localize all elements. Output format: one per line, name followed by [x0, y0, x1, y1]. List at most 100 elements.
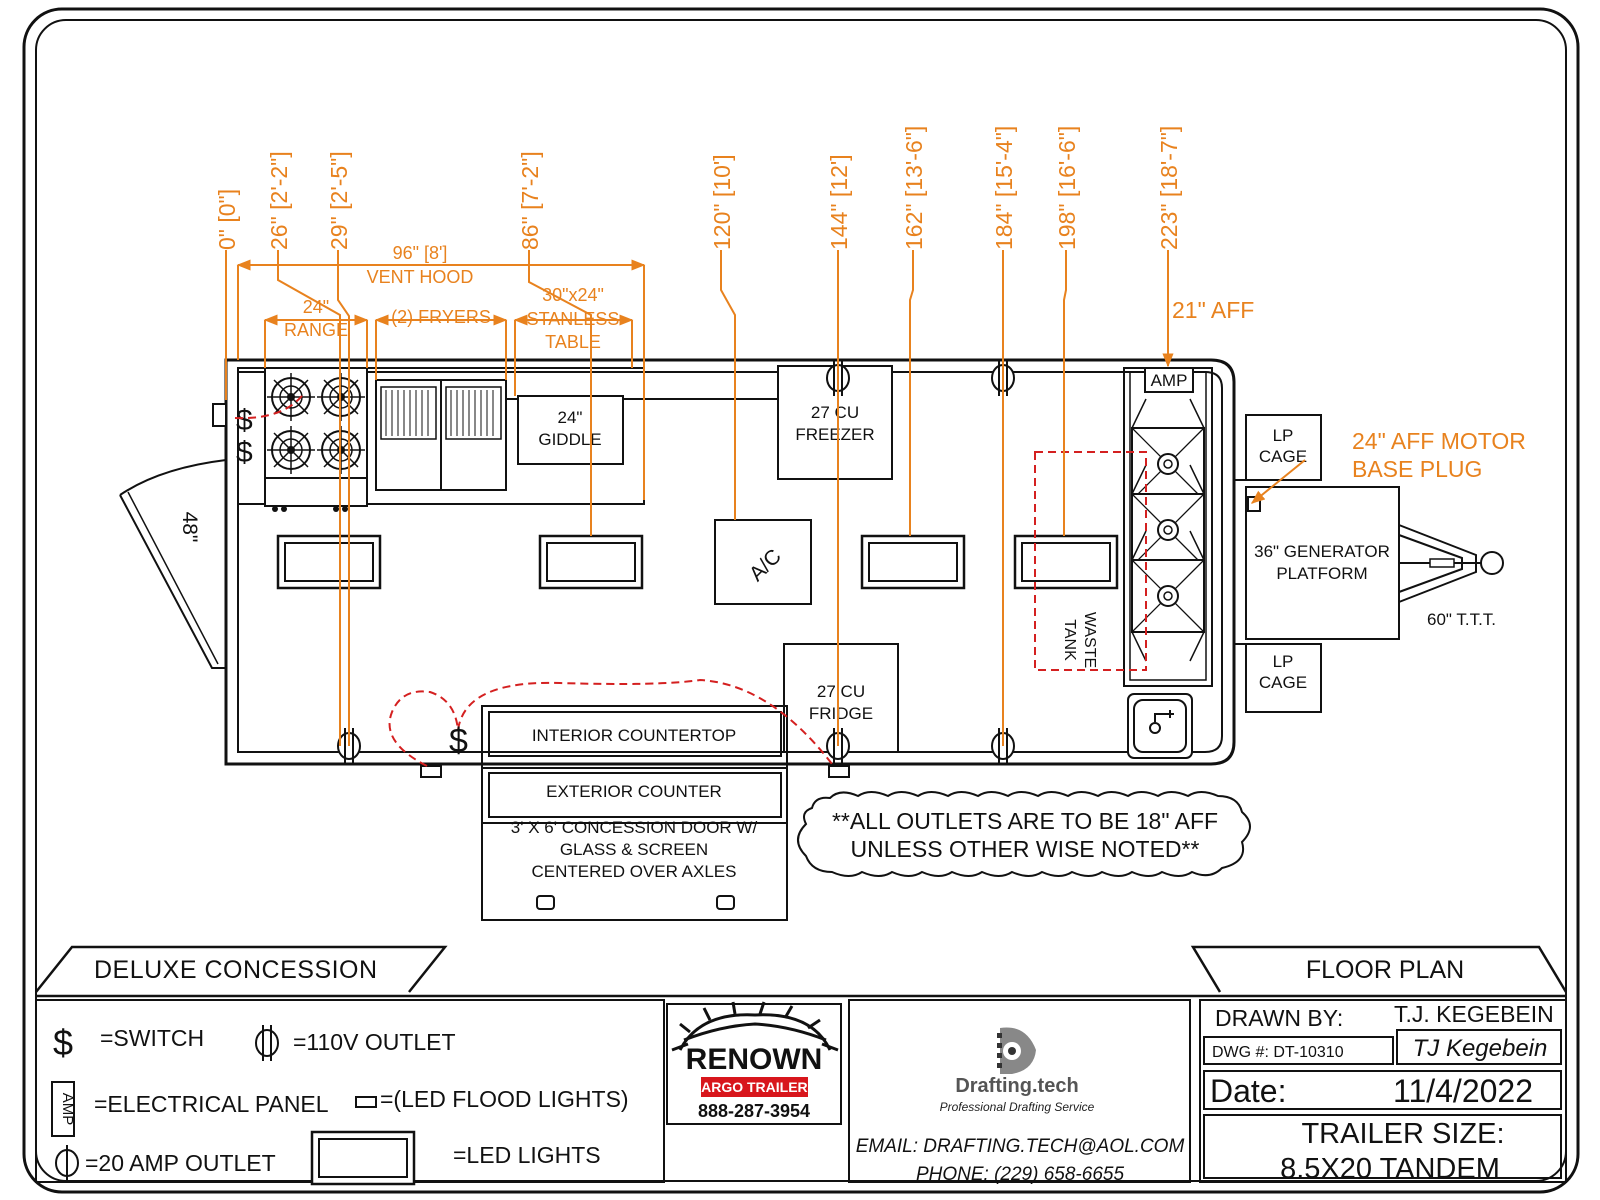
dimension-marker-label: 198" [16'-6"]: [1054, 126, 1080, 250]
project-title: DELUXE CONCESSION: [94, 956, 378, 984]
vent-hood-label: VENT HOOD: [367, 267, 474, 287]
generator-label: PLATFORM: [1276, 564, 1367, 583]
dimension-marker-label: 0" [0"]: [214, 189, 240, 250]
switch-wiring: [234, 391, 306, 420]
motor-plug-label: 24" AFF MOTOR: [1352, 428, 1526, 454]
drafting-email: EMAIL: DRAFTING.TECH@AOL.COM: [856, 1136, 1185, 1157]
range-switches: $: [236, 404, 253, 437]
drafting-tagline: Professional Drafting Service: [940, 1100, 1095, 1114]
thorn-wreath-icon: [671, 1001, 839, 1052]
burner-icon: [266, 425, 316, 475]
counter-group: [481, 705, 788, 921]
door-width-label: 48": [178, 512, 201, 543]
amp-label: AMP: [1151, 371, 1188, 390]
signature: TJ Kegebein: [1413, 1035, 1548, 1062]
led-light-icon: [276, 534, 382, 590]
fridge-label: 27 CU: [817, 682, 865, 701]
range: [264, 367, 368, 512]
dimension-marker-label: 29" [2'-5"]: [326, 151, 352, 250]
range-switches: $: [236, 436, 253, 469]
note-text: UNLESS OTHER WISE NOTED**: [851, 836, 1200, 862]
dimension-marker-label: 120" [10']: [709, 154, 735, 250]
legend-panel-icon: [51, 1081, 75, 1137]
date-label: Date:: [1210, 1073, 1286, 1109]
drafting-logo-icon: [997, 1027, 1036, 1074]
renown-phone: 888-287-3954: [698, 1101, 810, 1121]
title-block: DELUXE CONCESSION FLOOR PLAN $ =SWITCH =…: [35, 945, 1568, 1186]
lp-cage-bottom: [1245, 643, 1322, 713]
table-size: 30"x24": [542, 285, 604, 305]
legend-led-icon: [310, 1130, 416, 1186]
legend-flood: =(LED FLOOD LIGHTS): [380, 1086, 629, 1112]
led-light-icon: [1013, 534, 1119, 590]
legend-outlet: =110V OUTLET: [293, 1029, 456, 1055]
dimension-marker-label: 26" [2'-2"]: [266, 151, 292, 250]
ac-unit: [714, 519, 812, 605]
aff-21-label: 21" AFF: [1172, 297, 1254, 323]
dimension-leaders: [225, 250, 1306, 746]
legend-switch-symbol: $: [53, 1022, 73, 1063]
legend-panel: =ELECTRICAL PANEL: [94, 1091, 329, 1117]
led-light-icon: [860, 534, 966, 590]
note-text: **ALL OUTLETS ARE TO BE 18" AFF: [832, 808, 1218, 834]
griddle-label: GIDDLE: [538, 430, 601, 449]
rear-door-swing: 48": [119, 459, 227, 669]
outlet-note-cloud: **ALL OUTLETS ARE TO BE 18" AFF UNLESS O…: [797, 791, 1251, 877]
freezer-label: FREEZER: [795, 425, 874, 444]
dimension-marker-label: 144" [12']: [826, 154, 852, 250]
drafting-phone: PHONE: (229) 658-6655: [916, 1164, 1124, 1185]
hand-sink: [1127, 693, 1193, 759]
lp-cage-label: LP: [1273, 652, 1294, 671]
generator-label: 36" GENERATOR: [1254, 542, 1390, 561]
dimension-marker-label: 184" [15'-4"]: [991, 126, 1017, 250]
lp-cage-label: CAGE: [1259, 673, 1307, 692]
waste-tank-label: TANK: [1061, 619, 1078, 661]
sink-unit: AMP: [1123, 367, 1213, 687]
drafting-name: Drafting.tech: [955, 1075, 1078, 1097]
range-size: 24": [303, 297, 329, 317]
drawn-by-name: T.J. KEGEBEIN: [1394, 1001, 1554, 1027]
waste-tank-label: WASTE: [1081, 612, 1098, 668]
legend-flood-icon: [355, 1096, 377, 1108]
legend-20amp-icon: [55, 1145, 79, 1181]
date-value: 11/4/2022: [1393, 1073, 1533, 1109]
fryers-label: (2) FRYERS: [391, 307, 491, 327]
dimension-markers: 0" [0"] 26" [2'-2"] 29" [2'-5"] 86" [7'-…: [214, 126, 1182, 250]
legend-20amp: =20 AMP OUTLET: [85, 1150, 276, 1176]
freezer-label: 27 CU: [811, 403, 859, 422]
dimension-marker-label: 223" [18'-7"]: [1156, 126, 1182, 250]
table-label: TABLE: [545, 332, 601, 352]
range-label: RANGE: [284, 320, 348, 340]
led-light-icon: [538, 534, 644, 590]
flood-light-icon: [420, 765, 442, 778]
exterior-counter-label: EXTERIOR COUNTER: [546, 782, 722, 801]
ttt-label: 60" T.T.T.: [1427, 610, 1496, 629]
concession-door-label: 3' X 6' CONCESSION DOOR W/: [511, 818, 758, 837]
counter-switch: $: [449, 722, 468, 760]
generator-platform: [1245, 486, 1400, 640]
dwg-number: DWG #: DT-10310: [1212, 1044, 1344, 1061]
motor-plug-label: BASE PLUG: [1352, 456, 1482, 482]
fryers: [375, 379, 507, 491]
concession-door-label: GLASS & SCREEN: [560, 840, 708, 859]
legend-led: =LED LIGHTS: [453, 1142, 601, 1168]
dimension-marker-label: 162" [13'-6"]: [901, 126, 927, 250]
legend-panel-symbol: AMP: [59, 1093, 76, 1126]
legend-switch: =SWITCH: [100, 1025, 204, 1051]
legend-outlet-icon: [255, 1024, 279, 1062]
renown-sub: CARGO TRAILERS: [691, 1079, 817, 1095]
vent-hood-size: 96" [8']: [393, 243, 448, 263]
renown-name: RENOWN: [686, 1043, 823, 1076]
fridge-label: FRIDGE: [809, 704, 873, 723]
trailer-size-label: TRAILER SIZE:: [1301, 1118, 1504, 1150]
switch-wiring: [388, 678, 833, 767]
table-label: STANLESS: [527, 309, 620, 329]
trailer-size: 8.5X20 TANDEM: [1280, 1153, 1500, 1185]
lp-cage-label: CAGE: [1259, 447, 1307, 466]
griddle-label: 24": [558, 408, 583, 427]
lp-cage-top: [1245, 414, 1322, 481]
interior-counter-label: INTERIOR COUNTERTOP: [532, 726, 736, 745]
sheet-title: FLOOR PLAN: [1306, 956, 1464, 984]
griddle: [517, 395, 624, 465]
